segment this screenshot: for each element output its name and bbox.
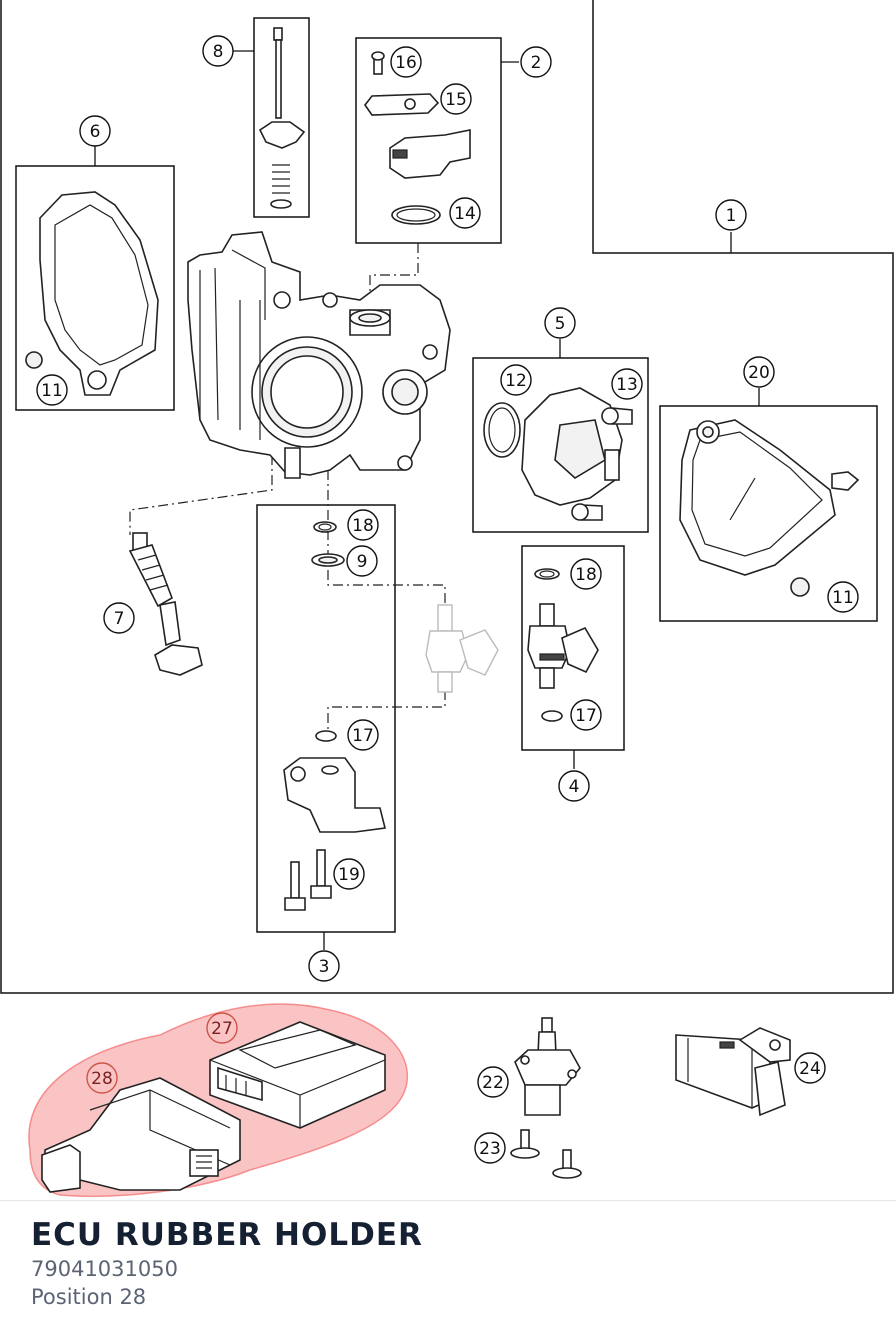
callout-11: 11 (36, 374, 68, 406)
svg-text:3: 3 (319, 957, 330, 977)
idle-screw-8 (258, 27, 306, 209)
svg-text:13: 13 (616, 375, 638, 395)
svg-text:8: 8 (213, 42, 224, 62)
callout-19: 19 (333, 858, 365, 890)
callout-28[interactable]: 28 (86, 1062, 118, 1094)
callout-18: 18 (347, 509, 379, 541)
callout-17: 17 (347, 719, 379, 751)
svg-text:11: 11 (41, 381, 63, 401)
callout-8: 8 (202, 35, 234, 67)
map-sensor-22 (514, 1017, 581, 1116)
throttle-sensor-5 (483, 387, 633, 521)
svg-text:20: 20 (748, 363, 770, 383)
assembly-frame (0, 0, 894, 994)
svg-text:28: 28 (91, 1069, 113, 1089)
fuel-injector-4 (527, 568, 599, 722)
svg-text:6: 6 (90, 122, 101, 142)
leader-lines (94, 50, 760, 950)
callout-6: 6 (79, 115, 111, 147)
svg-text:17: 17 (352, 726, 374, 746)
part-position: Position 28 (31, 1285, 147, 1309)
callout-13: 13 (611, 368, 643, 400)
ecu-rubber-holder-28 (41, 1077, 241, 1193)
callout-23: 23 (474, 1132, 506, 1164)
callout-15: 15 (440, 83, 472, 115)
throttle-body (187, 231, 451, 479)
group-box-8 (253, 17, 310, 218)
svg-text:18: 18 (352, 516, 374, 536)
ecu-unit-27 (209, 1021, 386, 1129)
callout-3: 3 (308, 950, 340, 982)
injector-mount-3 (283, 521, 386, 911)
svg-text:23: 23 (479, 1139, 501, 1159)
fuel-injector-ghost (425, 604, 499, 693)
callout-9: 9 (346, 545, 378, 577)
svg-text:17: 17 (575, 706, 597, 726)
callout-27[interactable]: 27 (206, 1012, 238, 1044)
svg-text:11: 11 (832, 588, 854, 608)
part-number: 79041031050 (31, 1257, 178, 1281)
callout-18: 18 (570, 558, 602, 590)
callout-17: 17 (570, 699, 602, 731)
svg-text:1: 1 (726, 206, 737, 226)
group-box-20 (659, 405, 878, 622)
svg-text:27: 27 (211, 1019, 233, 1039)
group-box-4 (521, 545, 625, 751)
callout-2: 2 (520, 46, 552, 78)
assembly-lines (129, 243, 446, 738)
group-box-3 (256, 504, 396, 933)
svg-text:22: 22 (482, 1073, 504, 1093)
callout-1: 1 (715, 199, 747, 231)
svg-text:12: 12 (505, 371, 527, 391)
svg-text:18: 18 (575, 565, 597, 585)
callout-14: 14 (449, 197, 481, 229)
part-title: ECU RUBBER HOLDER (31, 1217, 423, 1253)
cover-part-6 (25, 191, 159, 396)
svg-text:16: 16 (395, 53, 417, 73)
part-info-panel: ECU RUBBER HOLDER 79041031050 Position 2… (0, 1200, 896, 1336)
svg-text:5: 5 (555, 314, 566, 334)
callout-11: 11 (827, 581, 859, 613)
callout-5: 5 (544, 307, 576, 339)
exploded-parts-diagram: 1 2 3 4 5 6 7 8 9 11 11 12 (0, 0, 894, 1197)
svg-text:19: 19 (338, 865, 360, 885)
screws-23 (510, 1129, 582, 1179)
callout-7: 7 (103, 602, 135, 634)
callout-22: 22 (477, 1066, 509, 1098)
svg-text:7: 7 (114, 609, 125, 629)
svg-text:2: 2 (531, 53, 542, 73)
callout-16: 16 (390, 46, 422, 78)
temp-sensor-7 (128, 532, 203, 676)
svg-text:15: 15 (445, 90, 467, 110)
sensor-kit-2 (364, 51, 471, 225)
svg-text:9: 9 (357, 552, 368, 572)
svg-text:4: 4 (569, 777, 580, 797)
callout-24: 24 (794, 1052, 826, 1084)
group-box-2 (355, 37, 502, 244)
svg-text:24: 24 (799, 1059, 821, 1079)
callout-4: 4 (558, 770, 590, 802)
svg-text:14: 14 (454, 204, 476, 224)
callout-12: 12 (500, 364, 532, 396)
sensor-cover-20 (679, 419, 860, 597)
callout-20: 20 (743, 356, 775, 388)
sensor-24 (675, 1027, 791, 1117)
